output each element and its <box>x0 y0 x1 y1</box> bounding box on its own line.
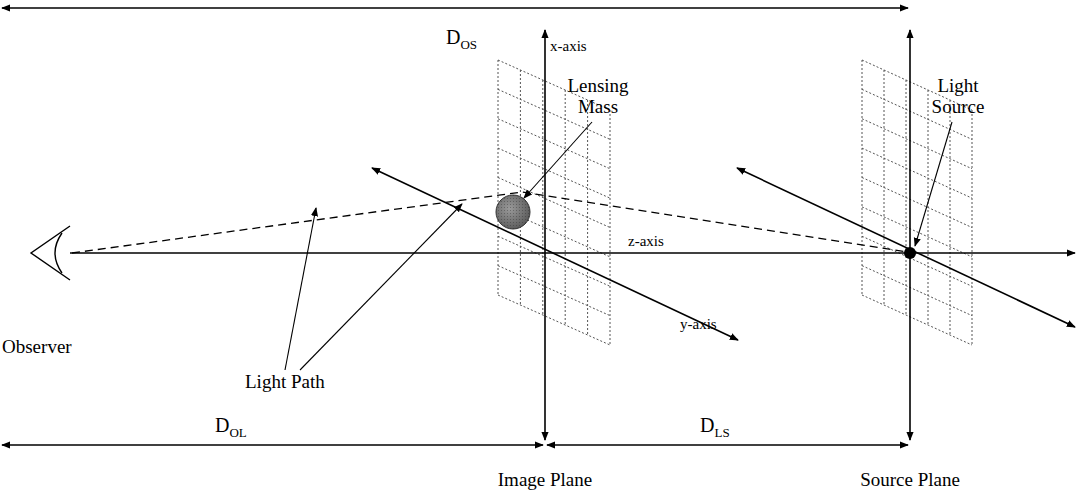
grid-line <box>498 148 610 198</box>
axis-label: x-axis <box>550 38 587 55</box>
grid-line <box>862 178 972 228</box>
leader-line <box>300 204 462 370</box>
axis-label: y-axis <box>680 316 717 333</box>
plane-grid <box>498 60 972 345</box>
observer-eye <box>31 226 70 280</box>
y-axis-line <box>372 168 738 340</box>
x-axis-line <box>544 30 546 440</box>
light-source-dot <box>904 247 916 259</box>
plane-label: Image Plane <box>498 470 592 491</box>
leader-line <box>524 122 592 198</box>
distance-label: DOL <box>215 414 247 440</box>
callout-label: Light Source <box>918 76 998 118</box>
distance-arrow <box>2 444 543 445</box>
grid-line <box>862 266 972 316</box>
distance-label: DLS <box>700 414 730 440</box>
grid-line <box>862 236 972 286</box>
x-axis-line <box>909 30 911 440</box>
grid-line <box>498 119 610 169</box>
axis-label: z-axis <box>628 233 664 250</box>
observer-label: Observer <box>2 337 72 358</box>
grid-line <box>862 119 972 169</box>
grid-line <box>498 236 610 286</box>
lensing-mass-texture <box>496 195 530 229</box>
distance-label: DOS <box>446 26 477 52</box>
light-path <box>72 192 908 253</box>
distance-arrow <box>2 7 908 8</box>
z-axis-line <box>70 252 1075 253</box>
distance-arrow <box>547 444 908 445</box>
callout-label: Lensing Mass <box>553 76 643 118</box>
callout-label: Light Path <box>245 372 325 393</box>
leader-line <box>285 208 316 370</box>
plane-label: Source Plane <box>860 470 960 491</box>
grid-line <box>498 295 610 345</box>
grid-line <box>862 148 972 198</box>
observer-eye <box>55 233 62 273</box>
y-axis-line <box>737 168 1075 327</box>
grid-line <box>498 266 610 316</box>
lensing-mass <box>496 195 530 229</box>
leader-line <box>915 122 952 246</box>
grid-line <box>862 295 972 345</box>
grid-line <box>862 207 972 257</box>
